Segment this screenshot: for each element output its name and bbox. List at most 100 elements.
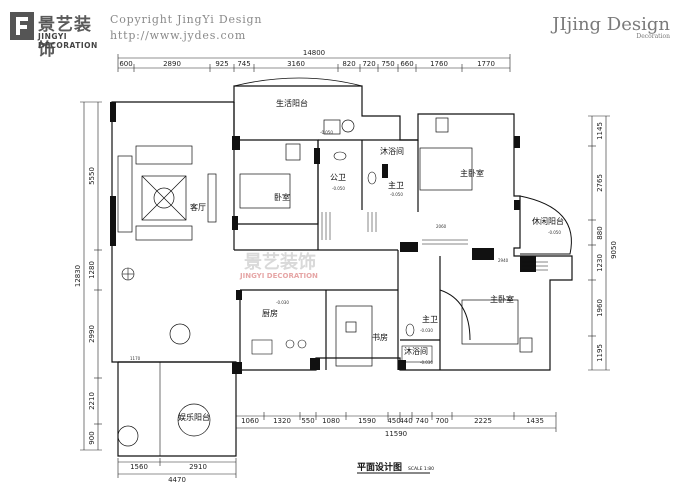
right-seg-3: 1230 <box>596 254 604 272</box>
bottom-seg-6: 440 <box>399 417 412 425</box>
label-study: 书房 <box>372 332 388 342</box>
bottom-total-dim: 11590 <box>385 430 407 438</box>
bottom-segment-labels: 1060 1320 550 1080 1590 450 440 740 700 … <box>130 417 544 484</box>
top-seg-6: 720 <box>362 60 375 68</box>
top-dimension-lines <box>117 54 511 72</box>
left-seg-0: 5550 <box>88 167 96 185</box>
label-master-bath-bottom: 主卫 <box>422 314 438 324</box>
inner-dim-2: 2060 <box>436 224 447 229</box>
label-shower-bottom: 沐浴间 <box>404 346 428 356</box>
right-total-dim: 9050 <box>610 241 618 259</box>
bath-curve <box>439 289 471 341</box>
left-total-dim: 12830 <box>74 265 82 287</box>
label-master-bed-top: 主卧室 <box>460 168 484 178</box>
company-logo: 景艺装饰 JINGYI DECORATION <box>8 8 106 60</box>
copyright-text: Copyright JingYi Design <box>110 13 263 26</box>
right-seg-5: 1195 <box>596 344 604 362</box>
top-ticks <box>133 64 463 72</box>
right-dimension-lines <box>588 115 610 371</box>
label-living-balcony: 生活阳台 <box>276 98 308 108</box>
bedroom-furniture <box>117 117 533 447</box>
bathroom-fixtures <box>251 151 433 363</box>
bottom-seg-2: 550 <box>301 417 314 425</box>
right-seg-1: 2765 <box>596 174 604 192</box>
level-leisure: -0.050 <box>548 230 561 235</box>
top-seg-2: 925 <box>215 60 228 68</box>
label-shower-top: 沐浴间 <box>380 146 404 156</box>
bottom-seg-9: 2225 <box>474 417 492 425</box>
bottom-seg-0: 1060 <box>241 417 259 425</box>
center-watermark: 景艺装饰 JINGYI DECORATION <box>239 251 318 280</box>
bottom-dimension-lines <box>117 412 557 478</box>
balcony-arc <box>233 77 363 87</box>
left-dimension-lines <box>80 101 102 451</box>
top-total-dim: 14800 <box>303 49 325 57</box>
top-seg-8: 660 <box>400 60 413 68</box>
north-compass-icon <box>121 267 135 281</box>
right-segment-labels: 1145 2765 880 1230 1960 1195 <box>596 122 604 362</box>
label-living-room: 客厅 <box>190 202 206 212</box>
right-seg-0: 1145 <box>596 122 604 140</box>
floor-level-marks: -0.050 -0.050 -0.050 -0.050 -0.030 -0.03… <box>276 130 561 365</box>
drawing-scale: SCALE 1:80 <box>408 466 434 472</box>
level-balcony: -0.050 <box>320 130 333 135</box>
top-segment-labels: 600 2890 925 745 3160 820 720 750 660 17… <box>119 60 495 68</box>
living-room-furniture <box>117 145 217 241</box>
right-seg-2: 880 <box>596 226 604 239</box>
left-seg-4: 900 <box>88 431 96 444</box>
logo-mark-icon <box>10 12 34 40</box>
drawing-title: 平面设计图 <box>357 461 402 473</box>
top-seg-3: 745 <box>237 60 250 68</box>
level-public-bath: -0.050 <box>332 186 345 191</box>
brand-block: JIjing Design Decoration <box>552 14 670 40</box>
top-seg-1: 2890 <box>163 60 181 68</box>
inner-dims: 1170 2060 2940 <box>130 224 509 361</box>
label-leisure-balcony: 休闲阳台 <box>532 216 564 226</box>
top-seg-4: 3160 <box>287 60 305 68</box>
right-seg-4: 1960 <box>596 299 604 317</box>
cabinet-hatching <box>321 212 548 271</box>
left-seg-1: 1280 <box>88 261 96 279</box>
left-segment-labels: 5550 1280 2990 2210 900 <box>88 167 96 445</box>
bottom-seg-8: 700 <box>435 417 448 425</box>
inner-dim-1: 1170 <box>130 356 141 361</box>
level-master-bath-top: -0.050 <box>390 192 403 197</box>
top-seg-0: 600 <box>119 60 132 68</box>
copyright-block: Copyright JingYi Design http://www.jydes… <box>110 12 262 44</box>
label-master-bed-bottom: 主卧室 <box>490 294 514 304</box>
wall-columns <box>110 102 536 374</box>
level-kitchen: -0.030 <box>276 300 289 305</box>
bottom-seg-10: 1435 <box>526 417 544 425</box>
top-seg-7: 750 <box>381 60 394 68</box>
left-seg-3: 2210 <box>88 392 96 410</box>
label-master-bath-top: 主卫 <box>388 180 404 190</box>
top-seg-10: 1770 <box>477 60 495 68</box>
left-seg-2: 2990 <box>88 325 96 343</box>
label-public-bath: 公卫 <box>330 173 346 182</box>
brand-title: JIjing Design <box>552 14 670 35</box>
website-url: http://www.jydes.com <box>110 29 247 42</box>
label-entertain-balcony: 娱乐阳台 <box>178 412 210 422</box>
bottom-seg-3: 1080 <box>322 417 340 425</box>
label-kitchen: 厨房 <box>262 308 278 318</box>
watermark-cn: 景艺装饰 <box>244 251 316 273</box>
bottom-seg-4: 1590 <box>358 417 376 425</box>
label-bedroom: 卧室 <box>274 192 290 202</box>
bottom-seg-7: 740 <box>415 417 428 425</box>
balcony-total-dim: 4470 <box>168 476 186 484</box>
level-master-bath-bottom: -0.030 <box>420 328 433 333</box>
balcony-seg-0: 1560 <box>130 463 148 471</box>
top-seg-5: 820 <box>342 60 355 68</box>
logo-english-text: JINGYI DECORATION <box>38 32 98 50</box>
walls <box>111 85 573 457</box>
leisure-balcony-arc <box>519 195 572 255</box>
logo-chinese-text: 景艺装饰 <box>38 15 92 60</box>
balcony-seg-1: 2910 <box>189 463 207 471</box>
bottom-seg-5: 450 <box>387 417 400 425</box>
bottom-seg-1: 1320 <box>273 417 291 425</box>
brand-subtitle: Decoration <box>636 33 670 40</box>
level-shower-bottom: -0.030 <box>420 360 433 365</box>
room-labels: 生活阳台 客厅 卧室 公卫 沐浴间 主卫 主卧室 休闲阳台 主卧室 厨房 书房 … <box>178 98 564 422</box>
watermark-en: JINGYI DECORATION <box>239 272 318 280</box>
